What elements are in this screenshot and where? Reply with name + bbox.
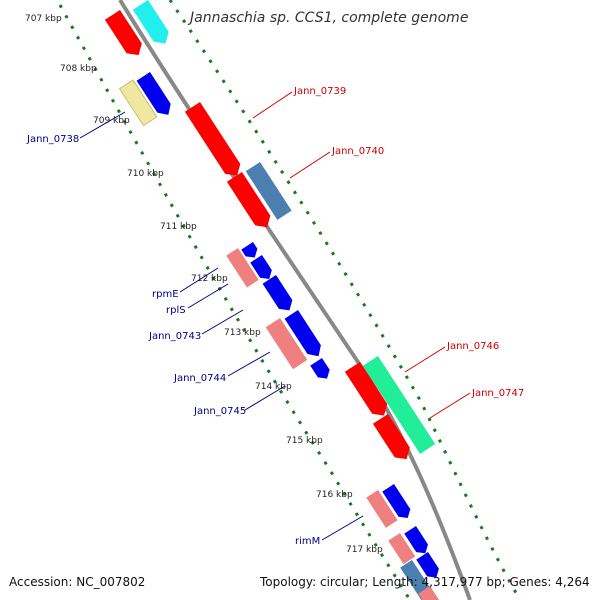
leader-0744 xyxy=(227,351,271,377)
leader-0743 xyxy=(201,309,244,335)
genes xyxy=(104,0,442,600)
gene-blue-0744[interactable] xyxy=(284,310,326,361)
gene-red-0746b[interactable] xyxy=(372,414,414,464)
gene-blue-717b[interactable] xyxy=(416,552,442,581)
tick-710: 710 kbp xyxy=(127,169,164,179)
label-jann-0740[interactable]: Jann_0740 xyxy=(331,146,384,157)
tick-709: 709 kbp xyxy=(93,116,130,126)
accession-text: Accession: NC_007802 xyxy=(9,575,146,589)
leader-0747 xyxy=(429,392,471,419)
tick-707: 707 kbp xyxy=(25,14,62,24)
gene-red-0739[interactable] xyxy=(184,102,245,181)
gene-yellow-0738[interactable] xyxy=(118,79,158,127)
gene-blue-rplS[interactable] xyxy=(250,255,275,283)
gene-pink-717[interactable] xyxy=(388,533,416,565)
gene-steel-0740[interactable] xyxy=(245,162,292,220)
gene-pink-rpmE[interactable] xyxy=(226,248,259,288)
gene-green-0747[interactable] xyxy=(362,356,436,454)
gene-red-0739b[interactable] xyxy=(226,172,275,232)
leader-rimM xyxy=(321,515,364,541)
label-jann-0739[interactable]: Jann_0739 xyxy=(293,86,346,97)
topology-text: Topology: circular; Length: 4,317,977 bp… xyxy=(260,575,590,589)
tick-715: 715 kbp xyxy=(286,436,323,446)
genome-backbone xyxy=(118,0,472,600)
leader-0740 xyxy=(289,151,331,179)
gene-blue-717a[interactable] xyxy=(404,526,431,557)
kbp-ticks: 707 kbp 708 kbp 709 kbp 710 kbp 711 kbp … xyxy=(25,14,383,555)
label-jann-0744[interactable]: Jann_0744 xyxy=(173,373,226,384)
tick-708: 708 kbp xyxy=(60,64,97,74)
label-rimM[interactable]: rimM xyxy=(295,536,320,547)
label-jann-0745[interactable]: Jann_0745 xyxy=(193,406,246,417)
tick-712: 712 kbp xyxy=(191,274,228,284)
gene-labels: Jann_0739 Jann_0740 Jann_0746 Jann_0747 … xyxy=(26,86,524,547)
gene-cyan-top[interactable] xyxy=(132,0,173,48)
leader-lines xyxy=(79,91,471,541)
gene-blue-0738[interactable] xyxy=(136,72,175,119)
leader-0746 xyxy=(404,346,446,373)
tick-716: 716 kbp xyxy=(316,490,353,500)
gene-blue-0745[interactable] xyxy=(310,358,333,382)
map-title: Jannaschia sp. CCS1, complete genome xyxy=(190,10,469,26)
tick-711: 711 kbp xyxy=(160,222,197,232)
gene-blue-rpmE[interactable] xyxy=(241,242,260,261)
tick-717: 717 kbp xyxy=(346,545,383,555)
tick-713: 713 kbp xyxy=(224,328,261,338)
gene-pink-rimM[interactable] xyxy=(366,490,398,528)
gene-pink-bottom[interactable] xyxy=(418,586,441,600)
label-jann-0738[interactable]: Jann_0738 xyxy=(26,134,79,145)
gene-pink-0744[interactable] xyxy=(265,318,308,370)
leader-rplS xyxy=(187,283,229,309)
label-jann-0747[interactable]: Jann_0747 xyxy=(471,388,524,399)
gene-red-0746[interactable] xyxy=(344,362,392,420)
label-rplS[interactable]: rplS xyxy=(166,305,186,316)
gene-blue-0743[interactable] xyxy=(262,275,297,315)
leader-0739 xyxy=(252,91,293,119)
left-scale-track xyxy=(58,4,412,600)
leader-0745 xyxy=(244,385,286,411)
label-jann-0743[interactable]: Jann_0743 xyxy=(148,331,201,342)
label-rpmE[interactable]: rpmE xyxy=(152,289,179,300)
tick-714: 714 kbp xyxy=(255,382,292,392)
gene-blue-rimM[interactable] xyxy=(382,484,413,522)
leader-rpmE xyxy=(179,267,219,293)
gene-red-top[interactable] xyxy=(104,10,146,60)
label-jann-0746[interactable]: Jann_0746 xyxy=(446,341,499,352)
leader-0738 xyxy=(79,111,126,139)
